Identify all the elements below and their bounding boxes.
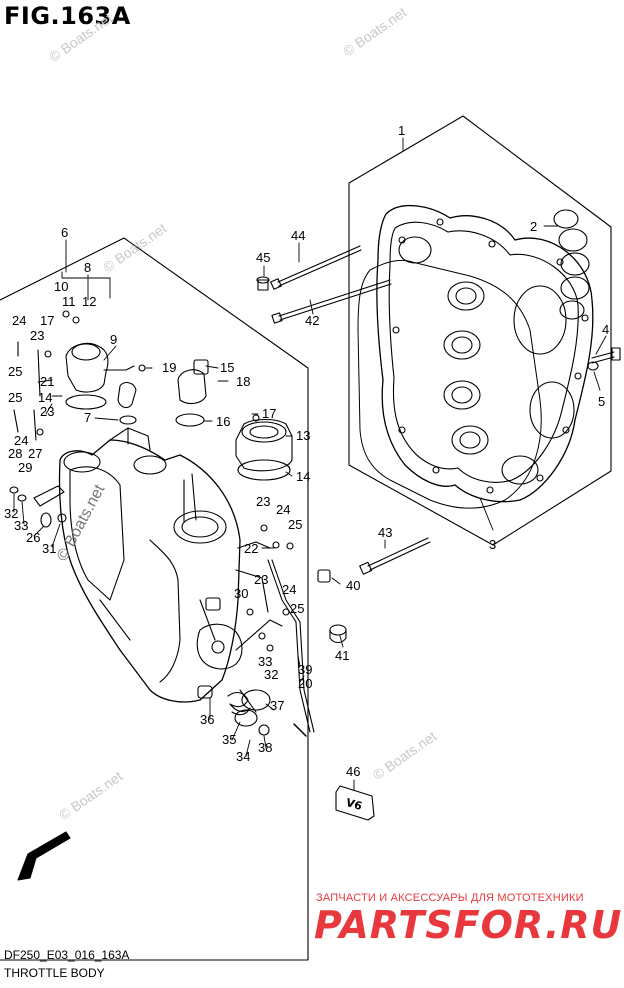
callout: 20 <box>298 676 312 691</box>
callout: 2 <box>530 219 537 234</box>
fwd-arrow-drawing <box>17 831 71 881</box>
callout: 36 <box>200 712 214 727</box>
figure-title: FIG.163A <box>4 2 131 30</box>
callout: 27 <box>28 446 42 461</box>
callout-labels: 1 2 3 4 5 6 8 10 11 12 17 9 24 23 25 21 … <box>4 123 609 873</box>
callout: 7 <box>84 410 91 425</box>
callout: 30 <box>234 586 248 601</box>
callout: 29 <box>18 460 32 475</box>
callout: 39 <box>298 662 312 677</box>
v6-emblem-label: V6 <box>344 796 363 813</box>
callout: 25 <box>8 390 22 405</box>
callout: 43 <box>378 525 392 540</box>
callout: 33 <box>258 654 272 669</box>
callout: 26 <box>26 530 40 545</box>
callout: 19 <box>162 360 176 375</box>
callout: 44 <box>291 228 305 243</box>
callout: 11 <box>62 294 76 309</box>
callout: 16 <box>216 414 230 429</box>
callout: 23 <box>40 404 54 419</box>
callout: 25 <box>288 517 302 532</box>
leader-lines <box>13 137 607 791</box>
callout: 46 <box>346 764 360 779</box>
callout: 14 <box>38 390 52 405</box>
callout: 21 <box>40 374 54 389</box>
callout: 34 <box>236 749 250 764</box>
callout: 9 <box>110 332 117 347</box>
fastener-group-top <box>256 245 392 324</box>
callout: 13 <box>296 428 310 443</box>
callout: 23 <box>254 572 268 587</box>
callout: 10 <box>54 279 68 294</box>
callout: 40 <box>346 578 360 593</box>
callout: 5 <box>598 394 605 409</box>
callout: 12 <box>82 294 96 309</box>
callout: 1 <box>398 123 405 138</box>
small-fasteners-left <box>9 310 315 733</box>
callout: 25 <box>290 601 304 616</box>
brand-subtitle: ЗАПЧАСТИ И АКСЕССУАРЫ ДЛЯ МОТОТЕХНИКИ <box>316 892 584 904</box>
manifold-assembly-frame <box>348 115 612 546</box>
callout: 15 <box>220 360 234 375</box>
callout: 8 <box>84 260 91 275</box>
callout: 41 <box>335 648 349 663</box>
throttle-valve-13-drawing <box>235 418 293 481</box>
callout: 32 <box>264 667 278 682</box>
fastener-group-mid <box>317 537 431 644</box>
callout: 24 <box>282 582 296 597</box>
throttle-body-drawing <box>58 427 307 737</box>
part-name: THROTTLE BODY <box>4 966 105 980</box>
callout: 37 <box>270 698 284 713</box>
part-code: DF250_E03_016_163A <box>4 948 130 962</box>
callout: 24 <box>276 502 290 517</box>
callout: 17 <box>40 313 54 328</box>
callout: 17 <box>262 406 276 421</box>
callout: 6 <box>61 225 68 240</box>
throttle-position-sensor-drawing <box>175 359 209 427</box>
callout: 35 <box>222 732 236 747</box>
callout: 45 <box>256 250 270 265</box>
callout: 14 <box>296 469 310 484</box>
callout: 32 <box>4 506 18 521</box>
callout: 25 <box>8 364 22 379</box>
v6-emblem-drawing <box>335 785 375 821</box>
callout: 3 <box>489 537 496 552</box>
callout: 23 <box>30 328 44 343</box>
callout: 28 <box>8 446 22 461</box>
brand-title: PARTSFOR.RU <box>314 903 623 947</box>
callout: 24 <box>12 313 26 328</box>
callout: 18 <box>236 374 250 389</box>
callout: 22 <box>244 541 258 556</box>
callout: 4 <box>602 322 609 337</box>
callout: 23 <box>256 494 270 509</box>
callout: 38 <box>258 740 272 755</box>
intake-manifold-drawing <box>357 204 621 509</box>
throttle-assembly-frame <box>0 237 309 961</box>
callout: 33 <box>14 518 28 533</box>
idle-control-valve-drawing <box>65 342 137 425</box>
callout: 24 <box>14 433 28 448</box>
callout: 31 <box>42 541 56 556</box>
callout: 42 <box>305 313 319 328</box>
